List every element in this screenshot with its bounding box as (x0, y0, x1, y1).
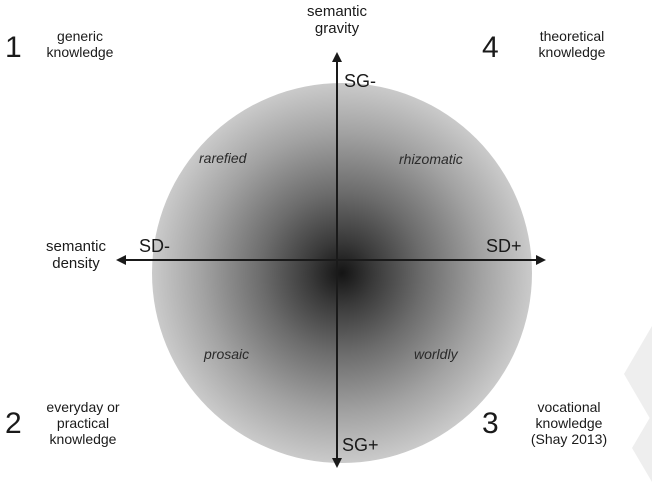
quadrant-4-number: 4 (482, 31, 499, 64)
quadrant-2-number: 2 (5, 407, 22, 440)
quadrant-3-number: 3 (482, 407, 499, 440)
vertical-axis-title-line2: gravity (314, 20, 360, 37)
quadrant-2-label: everyday or practical knowledge (28, 399, 138, 447)
quadrant-1-number: 1 (5, 31, 22, 64)
code-worldly: worldly (414, 346, 458, 362)
sg-plus-label: SG+ (342, 435, 379, 455)
quadrant-3-line2: knowledge (535, 415, 603, 431)
horizontal-axis-title: semantic density (26, 238, 126, 272)
vertical-axis-title-line1: semantic (306, 3, 368, 20)
quadrant-2-line3: knowledge (49, 431, 117, 447)
quadrant-4-line2: knowledge (538, 44, 606, 60)
quadrant-1-line2: knowledge (46, 44, 114, 60)
sd-minus-label: SD- (139, 236, 170, 256)
quadrant-4-label: theoretical knowledge (517, 28, 627, 60)
vertical-axis-title: semantic gravity (287, 3, 387, 37)
gradient-circle (152, 83, 532, 463)
page-edge-tab-upper (624, 326, 652, 422)
semantic-plane-diagram: semantic gravity semantic density SG- SG… (5, 3, 652, 482)
code-rarefied: rarefied (199, 150, 247, 166)
sd-plus-label: SD+ (486, 236, 522, 256)
quadrant-4-line1: theoretical (539, 28, 605, 44)
quadrant-1-line1: generic (57, 28, 103, 44)
horizontal-axis-title-line1: semantic (45, 238, 107, 255)
quadrant-2-line1: everyday or (46, 399, 120, 415)
quadrant-2-line2: practical (56, 415, 110, 431)
axes (116, 52, 546, 468)
sg-minus-label: SG- (344, 71, 377, 91)
code-rhizomatic: rhizomatic (399, 151, 463, 167)
quadrant-3-line1: vocational (537, 399, 601, 415)
page-edge-tab-lower (632, 414, 652, 482)
horizontal-axis-title-line2: density (52, 255, 100, 272)
quadrant-1-label: generic knowledge (30, 28, 130, 60)
quadrant-3-label: vocational knowledge (Shay 2013) (514, 399, 624, 447)
code-prosaic: prosaic (204, 346, 250, 362)
quadrant-3-line3: (Shay 2013) (530, 431, 608, 447)
